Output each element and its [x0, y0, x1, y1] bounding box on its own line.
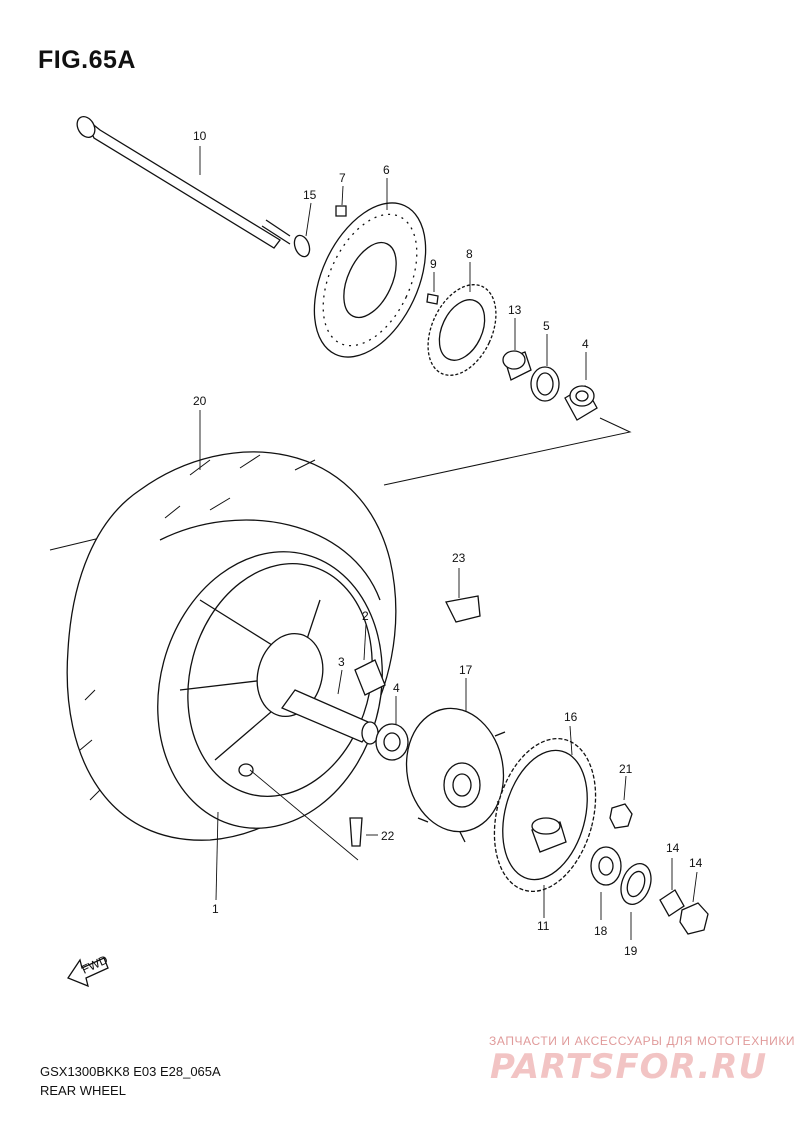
part-label-17: 17 [459, 663, 473, 677]
part-label-4-lower: 4 [393, 681, 400, 695]
part-label-9: 9 [430, 257, 437, 271]
wheel-spacer-tube[interactable] [280, 689, 379, 745]
axle-nut[interactable] [679, 902, 709, 935]
watermark-logo: PARTSFOR.RU [490, 1047, 768, 1087]
part-label-13: 14 [666, 841, 680, 855]
part-label-2: 2 [362, 609, 369, 623]
washer[interactable] [292, 233, 313, 258]
sprocket-nut[interactable] [609, 803, 633, 829]
sprocket-carrier[interactable] [397, 701, 513, 843]
figure-title: FIG.65A [38, 46, 136, 74]
part-label-15: 15 [303, 188, 317, 202]
tire-valve[interactable] [349, 817, 363, 847]
watermark-tagline: ЗАПЧАСТИ И АКСЕССУАРЫ ДЛЯ МОТОТЕХНИКИ [489, 1034, 796, 1048]
part-label-10: 10 [193, 129, 207, 143]
forward-arrow-icon [67, 957, 109, 988]
part-label-22: 22 [381, 829, 395, 843]
axle[interactable] [74, 113, 291, 249]
rear-wheel-rim[interactable] [128, 526, 413, 853]
figure-name: REAR WHEEL [40, 1083, 126, 1098]
sensor-ring[interactable] [415, 274, 510, 386]
part-label-5: 5 [543, 319, 550, 333]
bearing[interactable] [590, 846, 622, 886]
figure-code: GSX1300BKK8 E03 E28_065A [40, 1064, 221, 1079]
part-label-21: 20 [193, 394, 207, 408]
sensor-ring-bolt[interactable] [426, 293, 439, 305]
part-label-6: 6 [383, 163, 390, 177]
damper[interactable] [354, 659, 386, 696]
sprocket-bushing[interactable] [531, 817, 567, 853]
disc-bolt[interactable] [335, 205, 347, 217]
oil-seal[interactable] [530, 366, 560, 402]
part-label-12: 13 [508, 303, 522, 317]
part-label-3: 3 [338, 655, 345, 669]
part-label-23: 23 [452, 551, 466, 565]
collar[interactable] [659, 889, 685, 917]
part-label-20: 21 [619, 762, 633, 776]
part-label-7: 7 [339, 171, 346, 185]
spacer[interactable] [502, 350, 532, 381]
part-label-8: 8 [466, 247, 473, 261]
part-label-11: 11 [537, 919, 550, 933]
clip[interactable] [445, 595, 481, 623]
part-label-4-upper: 4 [582, 337, 589, 351]
brake-disc[interactable] [292, 185, 448, 374]
part-label-16: 16 [564, 710, 578, 724]
part-label-14: 14 [689, 856, 703, 870]
part-label-1: 1 [212, 902, 219, 916]
rear-sprocket[interactable] [478, 727, 611, 903]
part-label-19: 19 [624, 944, 638, 958]
oil-seal-lower[interactable] [616, 859, 657, 908]
bearing-upper[interactable] [564, 385, 598, 421]
bearing-lower[interactable] [375, 723, 409, 761]
part-label-18: 18 [594, 924, 608, 938]
